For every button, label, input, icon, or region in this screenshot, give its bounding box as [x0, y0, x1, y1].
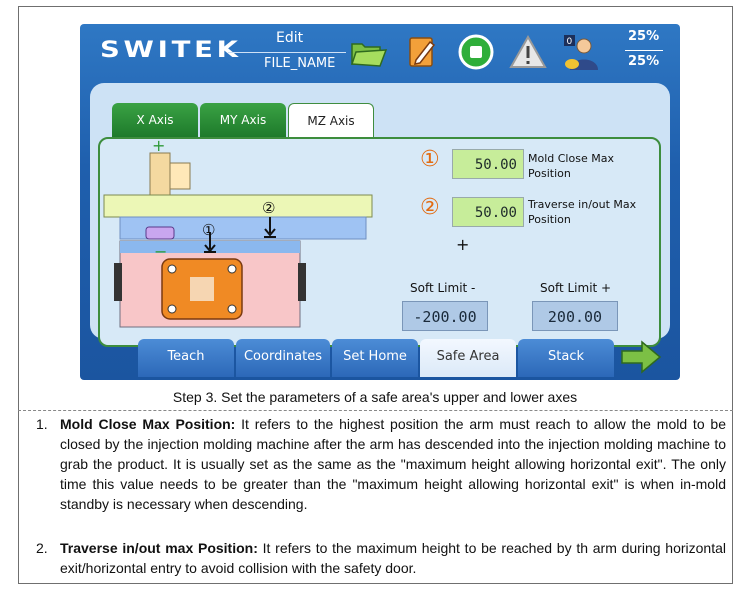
diagram-plus-sign: + — [152, 139, 165, 155]
speed-divider — [625, 50, 663, 51]
nav-set-home[interactable]: Set Home — [332, 339, 418, 377]
description-item-1: 1. Mold Close Max Position: It refers to… — [36, 414, 726, 514]
item-term: Traverse in/out max Position: — [60, 540, 258, 556]
soft-limit-minus-label: Soft Limit - — [410, 281, 476, 295]
brand-logo: SWITEK — [100, 38, 242, 63]
folder-open-icon[interactable] — [348, 32, 388, 72]
item-term: Mold Close Max Position: — [60, 416, 236, 432]
diagram-marker-2: ② — [262, 199, 275, 217]
param-marker-1: ① — [420, 147, 440, 172]
speed-percent-bottom: 25% — [628, 54, 660, 69]
tab-x-axis[interactable]: X Axis — [112, 103, 198, 137]
plus-mark: + — [456, 235, 470, 254]
mold-close-max-position-input[interactable]: 50.00 — [452, 149, 524, 179]
nav-stack[interactable]: Stack — [518, 339, 614, 377]
mode-label: Edit — [276, 30, 304, 46]
warning-icon[interactable] — [508, 32, 548, 72]
user-level-icon[interactable]: 0 — [560, 32, 600, 72]
item-text: It refers to the maximum height to be re… — [60, 540, 726, 576]
item-text: It refers to the highest position the ar… — [60, 416, 726, 512]
nav-coordinates[interactable]: Coordinates — [236, 339, 330, 377]
axis-panel: X Axis MY Axis MZ Axis — [90, 83, 670, 347]
param-marker-2: ② — [420, 195, 440, 220]
hmi-screen: SWITEK Edit FILE_NAME 0 25% — [80, 24, 680, 380]
tab-mz-axis[interactable]: MZ Axis — [288, 103, 374, 139]
nav-safe-area[interactable]: Safe Area — [420, 339, 516, 377]
diagram-minus-sign: − — [154, 242, 167, 261]
safe-area-content: + − ① ② ① 50.00 Mold Close Max Position … — [98, 137, 661, 347]
item-number: 1. — [36, 416, 48, 432]
stop-icon[interactable] — [456, 32, 496, 72]
soft-limit-plus-label: Soft Limit + — [540, 281, 612, 295]
svg-text:0: 0 — [567, 37, 573, 47]
next-arrow-icon[interactable] — [620, 340, 662, 374]
item-number: 2. — [36, 540, 48, 556]
traverse-max-position-label: Traverse in/out Max Position — [528, 198, 637, 226]
tab-my-axis[interactable]: MY Axis — [200, 103, 286, 137]
speed-percent-top: 25% — [628, 29, 660, 44]
nav-teach[interactable]: Teach — [138, 339, 234, 377]
soft-limit-minus-input[interactable]: -200.00 — [402, 301, 488, 331]
safe-area-diagram: + − ① ② — [103, 139, 373, 328]
diagram-marker-1: ① — [202, 221, 215, 239]
section-divider — [18, 410, 733, 411]
header-divider — [228, 52, 346, 53]
edit-icon[interactable] — [402, 32, 442, 72]
mold-close-max-position-label: Mold Close Max Position — [528, 152, 614, 180]
file-name: FILE_NAME — [264, 56, 336, 71]
soft-limit-plus-input[interactable]: 200.00 — [532, 301, 618, 331]
description-item-2: 2. Traverse in/out max Position: It refe… — [36, 538, 726, 578]
step-caption: Step 3. Set the parameters of a safe are… — [172, 389, 578, 405]
header-bar: SWITEK Edit FILE_NAME 0 25% — [80, 24, 680, 80]
traverse-max-position-input[interactable]: 50.00 — [452, 197, 524, 227]
